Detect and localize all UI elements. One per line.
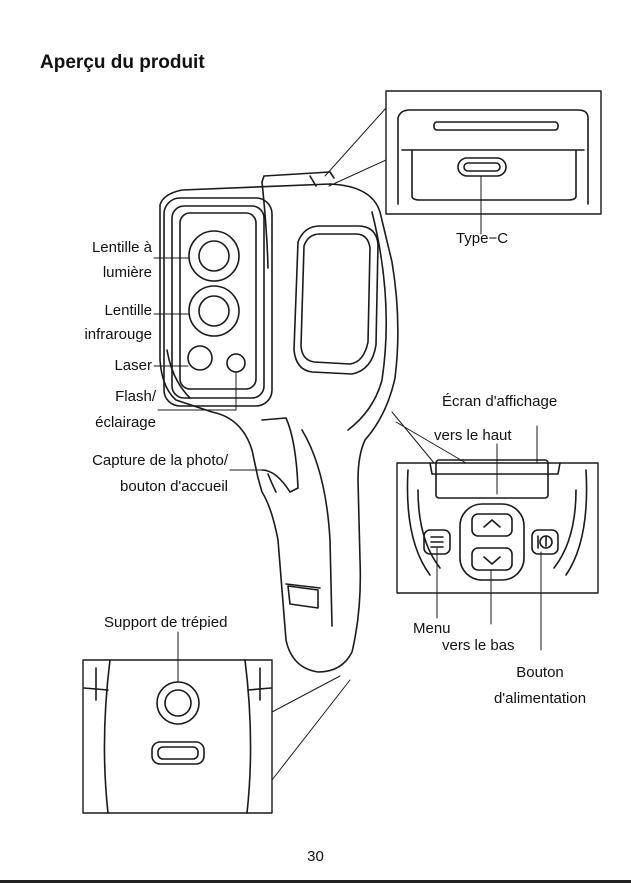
label-visible-lens-line1: Lentille à: [40, 237, 152, 259]
label-laser: Laser: [40, 355, 152, 377]
type-c-inset: [325, 91, 601, 234]
label-tripod: Support de trépied: [104, 612, 227, 634]
label-capture-line2: bouton d'accueil: [20, 476, 228, 498]
tripod-inset: [83, 660, 350, 813]
label-capture-line1: Capture de la photo/: [20, 450, 228, 472]
label-up: vers le haut: [434, 425, 512, 447]
label-ir-lens-line2: infrarouge: [40, 324, 152, 346]
page-number: 30: [0, 848, 631, 865]
label-visible-lens-line2: lumière: [40, 262, 152, 284]
label-power-line1: Bouton: [490, 662, 590, 684]
label-power-line2: d'alimentation: [470, 688, 610, 710]
label-ir-lens-line1: Lentille: [40, 300, 152, 322]
device-body: [160, 172, 398, 672]
label-type-c: Type−C: [436, 228, 528, 250]
label-flash-line1: Flash/: [40, 386, 156, 408]
label-screen: Écran d'affichage: [442, 391, 557, 413]
label-flash-line2: éclairage: [40, 412, 156, 434]
label-down: vers le bas: [442, 635, 515, 657]
